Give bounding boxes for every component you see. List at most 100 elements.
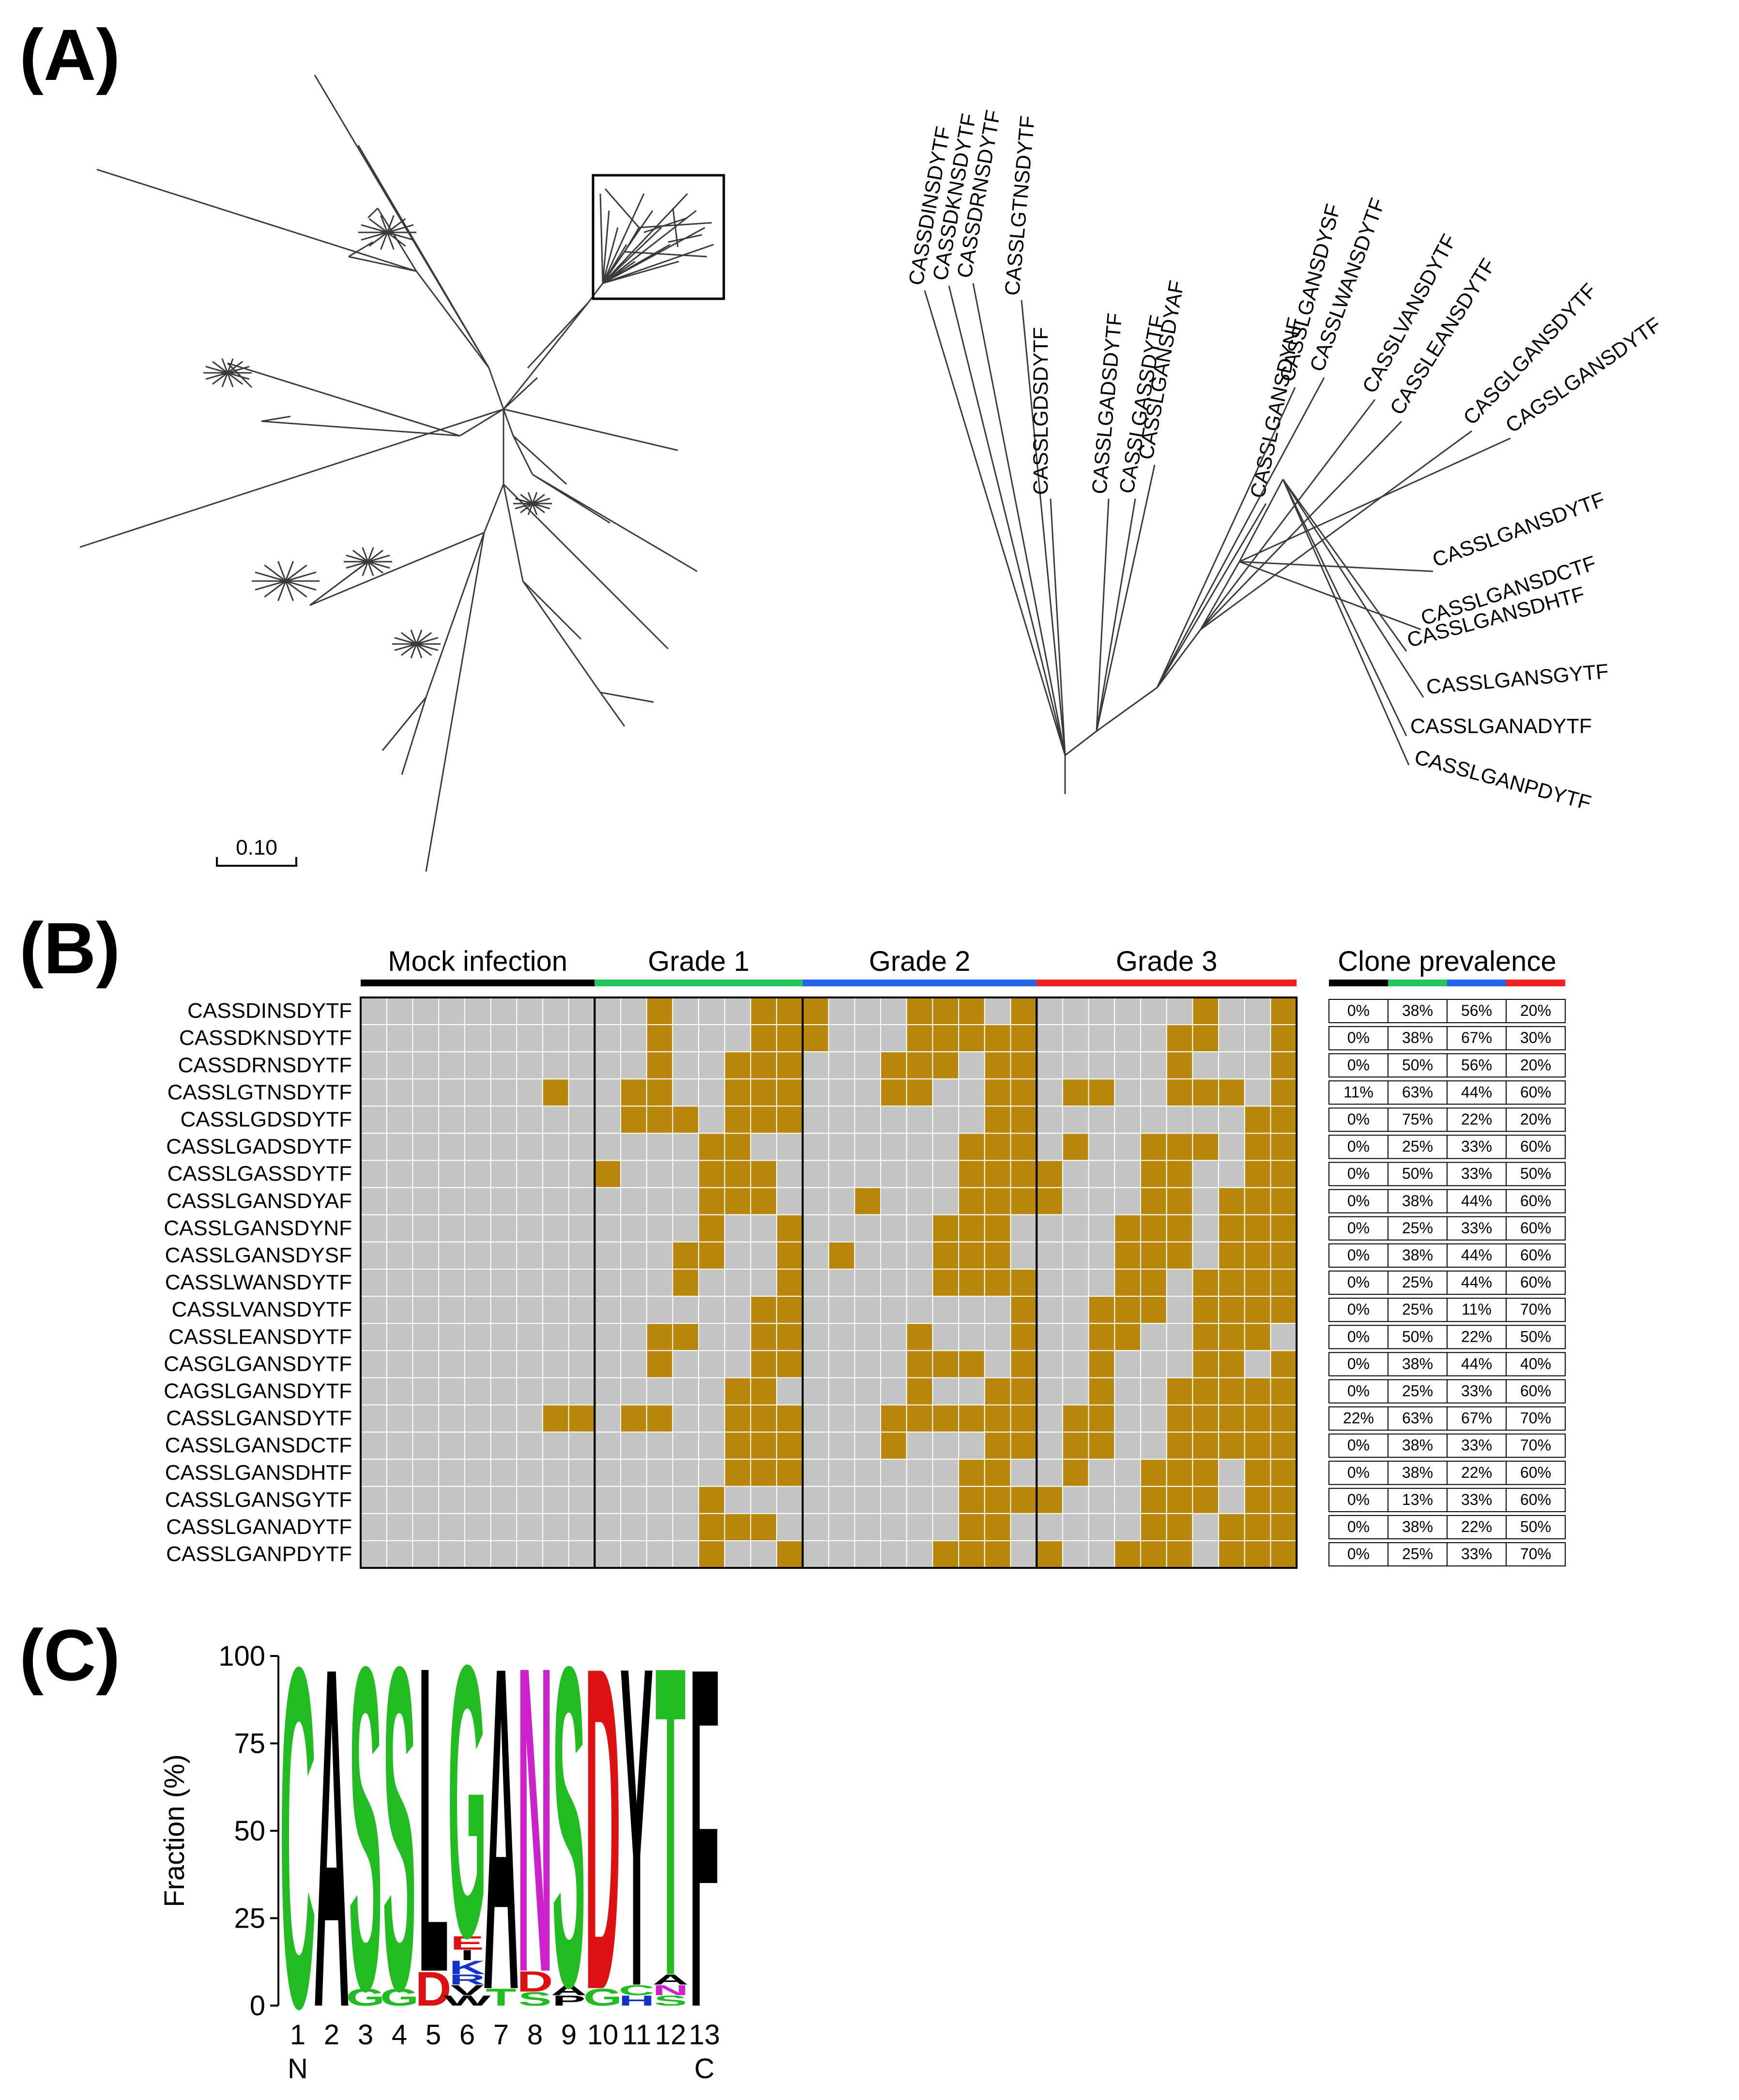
heatmap-cell bbox=[932, 1458, 960, 1487]
heatmap-cell bbox=[464, 1133, 491, 1161]
heatmap-cell bbox=[438, 1214, 465, 1242]
prevalence-value: 75% bbox=[1402, 1111, 1433, 1128]
heatmap-cell bbox=[542, 1404, 569, 1433]
heatmap-cell bbox=[1010, 1458, 1037, 1487]
prevalence-value: 22% bbox=[1343, 1410, 1374, 1427]
heatmap-cell bbox=[906, 1160, 933, 1188]
heatmap-cell bbox=[542, 997, 569, 1026]
prevalence-cell bbox=[1388, 1189, 1448, 1213]
heatmap-cell bbox=[828, 1187, 855, 1215]
heatmap-cell bbox=[958, 1486, 985, 1514]
heatmap-cell bbox=[1036, 1404, 1063, 1433]
heatmap-cell bbox=[958, 1187, 985, 1215]
heatmap-cell bbox=[724, 1133, 751, 1161]
heatmap-cell bbox=[1114, 1187, 1142, 1215]
heatmap-cell bbox=[386, 1160, 413, 1188]
prevalence-value: 44% bbox=[1461, 1355, 1492, 1372]
prevalence-value: 63% bbox=[1402, 1410, 1433, 1427]
x-tick-label: 7 bbox=[493, 2019, 509, 2051]
heatmap-cell bbox=[516, 1377, 543, 1406]
heatmap-cell bbox=[828, 1513, 855, 1541]
heatmap-cell bbox=[1166, 1431, 1193, 1460]
heatmap-cell bbox=[542, 1458, 569, 1487]
heatmap-cell bbox=[958, 997, 985, 1026]
heatmap-cell bbox=[984, 1241, 1011, 1270]
heatmap-cell bbox=[516, 1133, 543, 1161]
tree-branch bbox=[255, 580, 286, 591]
prevalence-value: 0% bbox=[1347, 1138, 1370, 1155]
heatmap-cell bbox=[412, 1105, 440, 1134]
heatmap-cell bbox=[568, 1540, 595, 1569]
heatmap-cell bbox=[386, 1323, 413, 1351]
heatmap-cell bbox=[1166, 1540, 1193, 1569]
heatmap-cell bbox=[568, 1241, 595, 1270]
logo-letter: D bbox=[517, 1965, 553, 1998]
heatmap-cell bbox=[1114, 1431, 1142, 1460]
heatmap-cell bbox=[1088, 1513, 1115, 1541]
heatmap-cell bbox=[490, 1078, 518, 1107]
heatmap-cell bbox=[906, 1513, 933, 1541]
heatmap-cell bbox=[802, 1431, 829, 1460]
heatmap-cell bbox=[1166, 997, 1193, 1026]
panel-a-label: (A) bbox=[19, 14, 120, 95]
heatmap-cell bbox=[438, 1377, 465, 1406]
heatmap-cell bbox=[464, 1323, 491, 1351]
heatmap-cell bbox=[1140, 1051, 1167, 1080]
tree-branch bbox=[1200, 399, 1376, 630]
tree-branch bbox=[367, 561, 384, 574]
c-terminus-label: C bbox=[694, 2053, 715, 2085]
heatmap-cell bbox=[412, 1214, 440, 1242]
prevalence-value: 20% bbox=[1520, 1056, 1551, 1073]
prevalence-value: 50% bbox=[1402, 1056, 1433, 1073]
heatmap-cell bbox=[1166, 1133, 1193, 1161]
heatmap-cell bbox=[412, 1133, 440, 1161]
heatmap-cell bbox=[1088, 1214, 1115, 1242]
prevalence-cell bbox=[1328, 1325, 1388, 1349]
heatmap-cell bbox=[1218, 1051, 1245, 1080]
prevalence-value: 60% bbox=[1520, 1246, 1551, 1264]
heatmap-cell bbox=[724, 1350, 751, 1379]
tree-branch bbox=[643, 217, 688, 233]
prevalence-value: 38% bbox=[1402, 1355, 1433, 1372]
prevalence-value: 30% bbox=[1520, 1029, 1551, 1046]
heatmap-cell bbox=[1270, 1350, 1297, 1379]
prevalence-value: 0% bbox=[1347, 1219, 1370, 1237]
prevalence-cell bbox=[1447, 1515, 1507, 1539]
heatmap-cell bbox=[516, 1214, 543, 1242]
heatmap-cell bbox=[828, 1133, 855, 1161]
logo-letter: L bbox=[418, 1576, 449, 2064]
heatmap-cell bbox=[620, 1187, 647, 1215]
heatmap-cell bbox=[854, 997, 882, 1026]
tree-branch bbox=[1282, 479, 1407, 652]
tree-branch bbox=[416, 632, 432, 645]
prevalence-value: 0% bbox=[1347, 1328, 1370, 1345]
heatmap-cell bbox=[906, 1350, 933, 1379]
row-label: CAGSLGANSDYTF bbox=[164, 1379, 352, 1403]
heatmap-cell bbox=[464, 1160, 491, 1188]
tree-branch bbox=[599, 692, 625, 727]
heatmap-cell bbox=[438, 1241, 465, 1270]
heatmap-cell bbox=[724, 1160, 751, 1188]
x-tick-label: 6 bbox=[459, 2019, 475, 2051]
heatmap-cell bbox=[1036, 1051, 1063, 1080]
tree-branch bbox=[352, 561, 368, 574]
prevalence-value: 11% bbox=[1462, 1301, 1492, 1318]
logo-letter: A bbox=[551, 1982, 587, 1998]
heatmap-cell bbox=[698, 1377, 725, 1406]
tree-branch bbox=[348, 241, 373, 258]
heatmap-cell bbox=[932, 1377, 960, 1406]
heatmap-cell bbox=[854, 1513, 882, 1541]
heatmap-cell bbox=[724, 1051, 751, 1080]
heatmap-cell bbox=[984, 1105, 1011, 1134]
heatmap-cell bbox=[1218, 1540, 1245, 1569]
heatmap-cell bbox=[1062, 1160, 1089, 1188]
heatmap-cell bbox=[932, 1241, 960, 1270]
tree-branch bbox=[1239, 561, 1421, 630]
heatmap-cell bbox=[360, 1486, 387, 1514]
heatmap-cell bbox=[724, 1187, 751, 1215]
logo-letter: N bbox=[653, 1982, 688, 1998]
heatmap-cell bbox=[516, 1350, 543, 1379]
heatmap-cell bbox=[568, 997, 595, 1026]
heatmap-cell bbox=[1218, 1350, 1245, 1379]
heatmap-cell bbox=[932, 1323, 960, 1351]
